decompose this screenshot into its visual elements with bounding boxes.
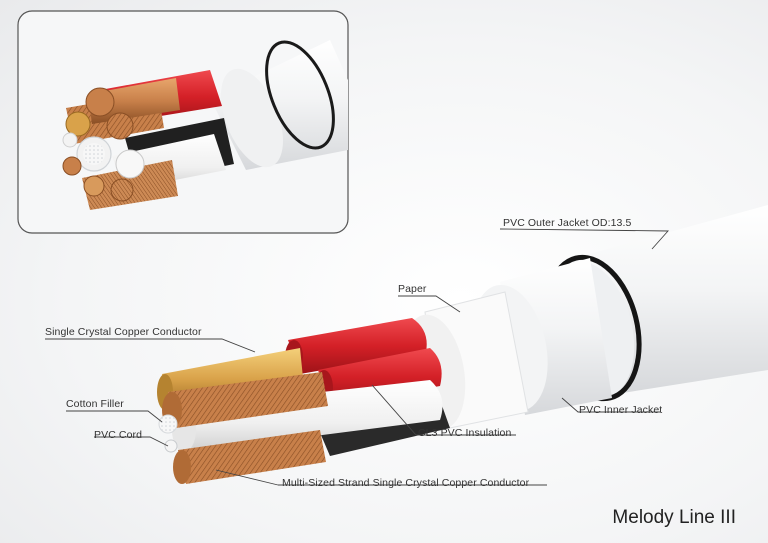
- cotton-filler: [158, 414, 178, 434]
- label-outer-jacket: PVC Outer Jacket OD:13.5: [503, 217, 632, 229]
- leader-lines: [45, 228, 669, 486]
- label-inner-jacket: PVC Inner Jacket: [579, 404, 663, 416]
- label-cotton-filler: Cotton Filler: [66, 398, 124, 410]
- label-conductor: Single Crystal Copper Conductor: [45, 326, 202, 338]
- pvc-cord: [164, 439, 178, 453]
- label-insulation: CL3 PVC Insulation: [418, 427, 512, 439]
- label-multi-strand: Multi-Sized Strand Single Crystal Copper…: [282, 477, 530, 489]
- inset-detail: [17, 10, 349, 234]
- main-cable: [157, 205, 768, 484]
- label-paper: Paper: [398, 283, 427, 295]
- product-name: Melody Line III: [612, 507, 736, 528]
- label-pvc-cord: PVC Cord: [94, 429, 143, 441]
- red-wire-top: [288, 318, 427, 374]
- copper-conductor-lower: [178, 430, 326, 484]
- white-wire: [178, 380, 443, 452]
- copper-conductor-upper: [168, 372, 328, 428]
